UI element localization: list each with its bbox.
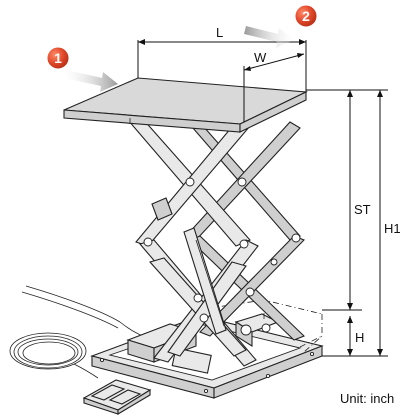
label-w: W bbox=[254, 50, 267, 65]
label-h: H bbox=[355, 330, 364, 345]
dimension-vertical bbox=[306, 89, 388, 357]
callout-arrow-1 bbox=[64, 70, 118, 92]
unit-label: Unit: inch bbox=[340, 391, 394, 406]
label-st: ST bbox=[354, 202, 371, 217]
power-cable bbox=[9, 285, 151, 379]
label-h1: H1 bbox=[384, 221, 401, 236]
callout-arrow-2 bbox=[244, 26, 294, 48]
platform bbox=[63, 77, 309, 133]
marker-1-number: 1 bbox=[54, 50, 62, 66]
marker-2-number: 2 bbox=[302, 8, 310, 24]
base-frame bbox=[90, 315, 324, 399]
marker-1-badge: 1 bbox=[46, 46, 70, 70]
foot-pedal bbox=[82, 379, 152, 415]
label-l: L bbox=[216, 25, 223, 40]
dimension-w bbox=[243, 53, 305, 122]
hydraulic-cylinder bbox=[151, 197, 227, 335]
marker-2-badge: 2 bbox=[294, 4, 318, 28]
